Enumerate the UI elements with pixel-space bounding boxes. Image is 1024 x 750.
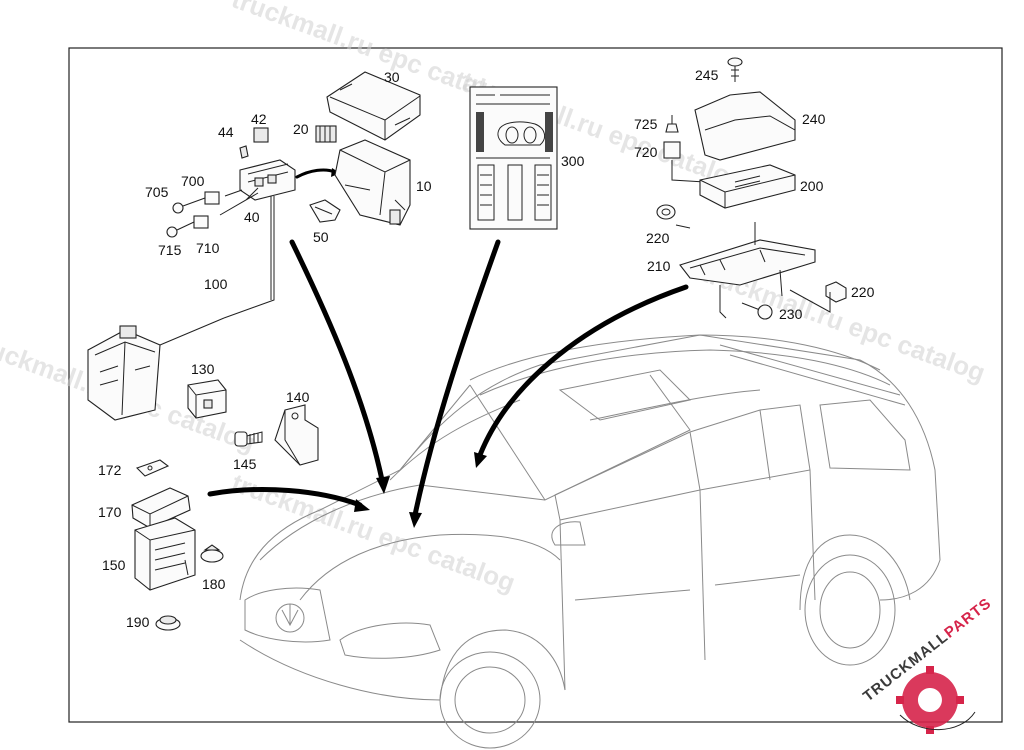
callout-700: 700: [181, 173, 205, 189]
brand-name-part2: PARTS: [941, 595, 995, 642]
callout-180: 180: [202, 576, 226, 592]
callout-230: 230: [779, 306, 803, 322]
control-unit-100: [87, 317, 225, 421]
callout-715: 715: [158, 242, 182, 258]
plug-710: [193, 215, 209, 229]
push-pin-245: [727, 57, 743, 82]
fuse-clip-44: [239, 145, 249, 159]
callout-130: 130: [191, 361, 215, 377]
gear-icon: [902, 672, 958, 728]
truckmall-logo: TRUCKMALLPARTS: [860, 595, 995, 734]
callout-720: 720: [634, 144, 658, 160]
watermark-text: truckmall.ru epc catalog: [228, 467, 519, 597]
callout-145: 145: [233, 456, 257, 472]
bolt-230: [741, 302, 773, 320]
callout-245: 245: [695, 67, 719, 83]
fuse-box-body: [334, 139, 411, 226]
callout-170: 170: [98, 504, 122, 520]
washer-220: [656, 204, 676, 220]
relay-130: [187, 379, 227, 419]
module-cover-240: [694, 91, 796, 161]
small-relay-42: [253, 127, 269, 143]
callout-30: 30: [384, 69, 400, 85]
screw-145: [234, 431, 263, 447]
callout-220: 220: [851, 284, 875, 300]
callout-100: 100: [204, 276, 228, 292]
label-sheet-300: [469, 86, 558, 230]
module-150: [134, 517, 196, 591]
callout-200: 200: [800, 178, 824, 194]
key-fob-172: [135, 459, 170, 477]
connector-720: [663, 141, 681, 159]
plug-700: [204, 191, 220, 205]
callout-20: 20: [293, 121, 309, 137]
callout-240: 240: [802, 111, 826, 127]
fuse-block-40: [239, 159, 296, 201]
sam-module-group: [656, 57, 847, 320]
callout-300: 300: [561, 153, 585, 169]
callout-labels: 30 42 44 20 700 705 40 10 50 715 710 100…: [98, 67, 875, 630]
nut-220: [789, 281, 847, 313]
bracket-140: [274, 404, 319, 466]
connector-50: [309, 199, 341, 223]
callout-44: 44: [218, 124, 234, 140]
fuse-box-group: [166, 71, 421, 319]
callout-705: 705: [145, 184, 169, 200]
relay-component: [315, 125, 337, 143]
callout-40: 40: [244, 209, 260, 225]
callout-190: 190: [126, 614, 150, 630]
callout-42: 42: [251, 111, 267, 127]
diagram-frame: [68, 47, 1003, 723]
fuse-box-cover: [326, 71, 421, 141]
callout-150: 150: [102, 557, 126, 573]
callout-172: 172: [98, 462, 122, 478]
control-module-200: [699, 164, 796, 209]
pin-725: [665, 123, 679, 133]
callout-725: 725: [634, 116, 658, 132]
pointer-arrows: [207, 168, 689, 528]
plug-190: [155, 615, 181, 631]
callout-210: 210: [647, 258, 671, 274]
gear-teeth: [896, 666, 964, 734]
callout-710: 710: [196, 240, 220, 256]
plug-715: [166, 226, 178, 238]
callout-140: 140: [286, 389, 310, 405]
grommet-180: [200, 544, 224, 563]
plug-705: [172, 202, 184, 214]
vehicle-outline: [239, 334, 941, 749]
callout-10: 10: [416, 178, 432, 194]
callout-220: 220: [646, 230, 670, 246]
mounting-bracket-210: [679, 222, 816, 319]
callout-50: 50: [313, 229, 329, 245]
